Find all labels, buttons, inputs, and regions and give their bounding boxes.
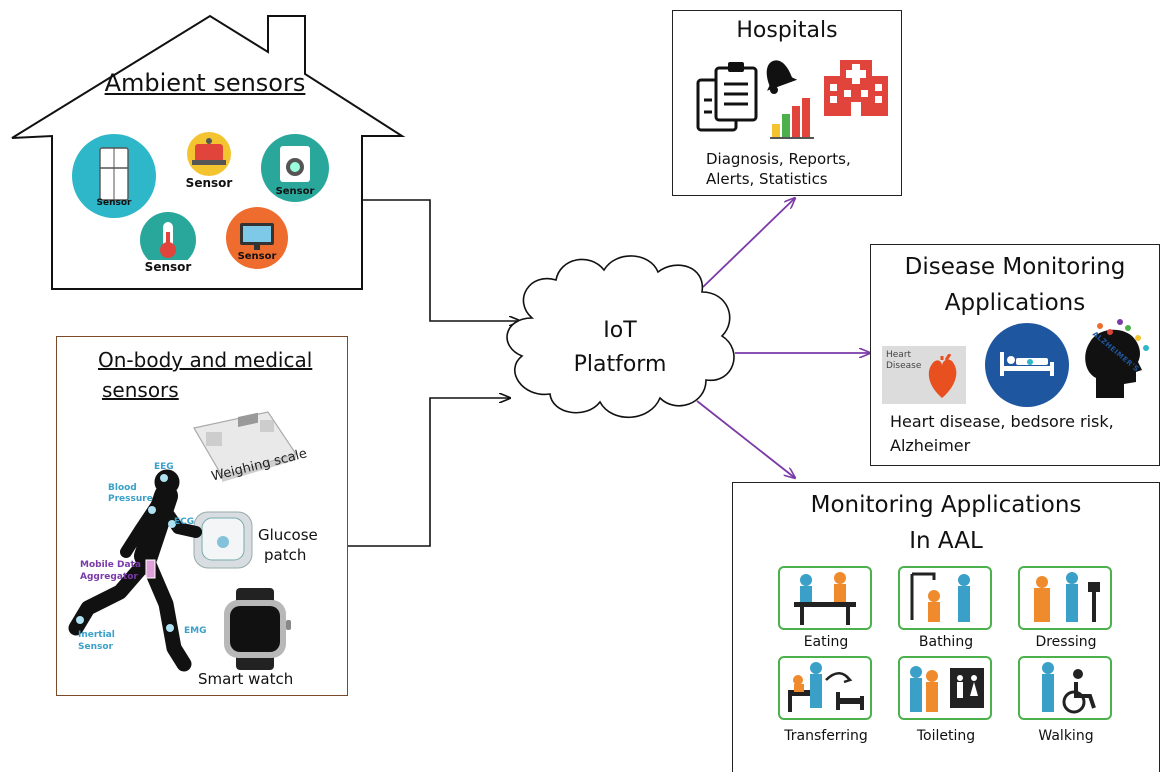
heart-organ-icon [928,354,957,398]
glucose-patch-icon [193,511,253,569]
bell-alert-icon [766,60,798,94]
walking-icon [1042,662,1096,714]
disease-title-line2: Applications [944,290,1086,316]
bathing-tile [898,566,992,630]
arrow-onbody-to-platform [348,398,510,547]
hospital-building-icon [824,60,888,116]
smart-watch-icon [224,588,291,670]
fridge-icon [99,147,129,201]
clipboard-icon [696,62,758,132]
monitor-sensor: Sensor [226,207,288,269]
runner-body-icon [68,469,202,672]
onbody-title-line1: On-body and medical [98,348,313,372]
heart-disease-image: Heart Disease [882,346,966,404]
smart-watch-label: Smart watch [198,670,294,688]
weighing-scale-icon [193,411,297,482]
disease-title-line1: Disease Monitoring [904,254,1126,280]
alzheimer-image: ALZHEIMER'S [1076,318,1158,402]
activity-label-bathing: Bathing [918,634,974,650]
activity-label-eating: Eating [803,634,849,650]
platform-label-line1: IoT [603,318,637,343]
thermometer-icon [160,222,176,258]
inertial-sensor-label-2: Sensor [78,642,113,652]
glucose-label-line1: Glucose [258,526,318,544]
sensor-label: Sensor [275,186,315,197]
activity-label-dressing: Dressing [1035,634,1097,650]
arrow-platform-to-aal [696,400,795,478]
aal-title-line2: In AAL [909,528,983,554]
washing-machine-icon [280,146,310,182]
mobile-aggregator-label-2: Aggregator [80,572,138,582]
sensor-label: Sensor [237,251,277,262]
eeg-label: EEG [154,462,174,472]
eating-icon [794,572,856,625]
bathing-icon [910,572,970,622]
inertial-sensor-label-1: Inertial [78,630,115,640]
dressing-icon [1034,572,1100,622]
heart-disease-label-2: Disease [886,361,922,371]
hospitals-desc-line2: Alerts, Statistics [706,170,828,188]
activity-label-walking: Walking [1038,728,1094,744]
eating-tile [778,566,872,630]
hospitals-desc-line1: Diagnosis, Reports, [706,150,851,168]
platform-label-line2: Platform [573,352,667,377]
mobile-aggregator-label-1: Mobile Data [80,560,141,570]
activity-label-toileting: Toileting [916,728,976,744]
transferring-tile [778,656,872,720]
onbody-title-line2: sensors [102,378,179,402]
toileting-icon [910,666,984,712]
dressing-tile [1018,566,1112,630]
blood-pressure-label-2: Pressure [108,494,153,504]
hospitals-title: Hospitals [736,18,838,43]
toileting-tile [898,656,992,720]
thermometer-sensor: Sensor [130,212,206,274]
arrow-ambient-to-platform [362,199,520,321]
sensor-label: Sensor [130,260,206,274]
ambient-title: Ambient sensors [104,69,306,97]
sensor-label: Sensor [96,198,132,208]
fridge-sensor: Sensor [72,134,156,218]
walking-tile [1018,656,1112,720]
disease-desc-line1: Heart disease, bedsore risk, [890,412,1114,431]
aal-title-line1: Monitoring Applications [810,492,1082,518]
arrow-platform-to-hospitals [702,198,795,288]
bedsore-icon [985,323,1069,407]
blood-pressure-label-1: Blood [108,483,137,493]
washer-sensor: Sensor [261,134,329,202]
alarm-bell-icon [187,132,231,176]
sensor-label: Sensor [185,176,233,190]
disease-desc-line2: Alzheimer [890,436,971,455]
alarm-sensor: Sensor [180,130,238,192]
iot-cloud [506,255,735,419]
emg-label: EMG [184,626,207,636]
transferring-icon [788,662,864,712]
alzheimer-head-icon [1085,319,1149,398]
bar-statistics-icon [770,98,814,139]
monitor-icon [240,223,274,250]
heart-disease-label-1: Heart [886,350,912,360]
activity-label-transferring: Transferring [784,728,868,744]
glucose-label-line2: patch [264,546,307,564]
ecg-label: ECG [174,517,195,527]
